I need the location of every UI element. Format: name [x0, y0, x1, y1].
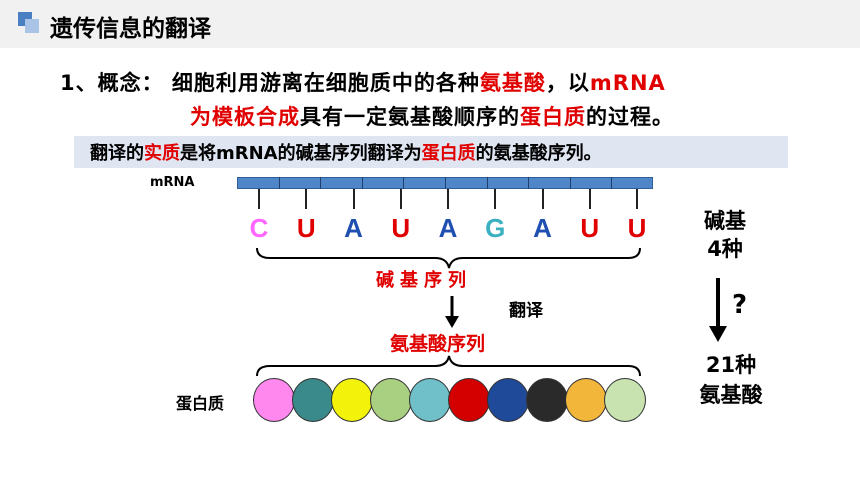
amino-acid-bead — [370, 378, 412, 422]
base-tick — [258, 189, 260, 209]
amino-acid-count-line-1: 21种 — [705, 353, 757, 377]
codon-divider — [362, 177, 363, 189]
base-letter: U — [391, 213, 411, 243]
text-segment: 蛋白质 — [421, 143, 476, 164]
base-letter: A — [438, 213, 458, 243]
codon-divider — [445, 177, 446, 189]
translate-arrow-head — [445, 316, 459, 328]
base-tick — [305, 189, 308, 209]
text-segment: ，以 — [545, 71, 590, 95]
text-segment: 实质 — [144, 143, 180, 164]
amino-acid-bead — [604, 378, 646, 422]
amino-acid-bead — [331, 378, 373, 422]
page-title: 遗传信息的翻译 — [50, 16, 211, 42]
text-segment: 氨基酸 — [479, 71, 546, 95]
text-segment: 是将mRNA的碱基序列翻译为 — [180, 143, 422, 164]
text-segment: 1、概念： 细胞利用游离在细胞质中的各种 — [60, 71, 480, 95]
amino-acid-count-line-2: 氨基酸 — [699, 383, 763, 407]
amino-acid-bead — [292, 378, 334, 422]
base-tick — [588, 189, 591, 209]
title-bar — [0, 0, 860, 48]
amino-acid-bead — [565, 378, 607, 422]
bases-count-line-1: 碱基 — [704, 209, 746, 233]
base-tick — [541, 189, 544, 209]
base-tick — [494, 189, 497, 209]
base-letter: U — [296, 213, 316, 243]
text-segment: 的过程。 — [586, 105, 674, 129]
bases-count-label: 碱基 4种 — [690, 207, 760, 263]
codon-divider — [279, 177, 280, 189]
essence-highlight-box — [74, 136, 788, 168]
text-segment: 具有一定氨基酸顺序的 — [300, 105, 520, 129]
codon-divider — [611, 177, 612, 189]
amino-acid-bead — [526, 378, 568, 422]
translate-label: 翻译 — [509, 301, 543, 321]
base-letter: U — [627, 213, 647, 243]
concept-line-1: 1、概念： 细胞利用游离在细胞质中的各种氨基酸，以mRNA — [60, 67, 666, 97]
codon-divider — [570, 177, 571, 189]
essence-text: 翻译的实质是将mRNA的碱基序列翻译为蛋白质的氨基酸序列。 — [90, 139, 602, 165]
text-segment: 翻译的 — [90, 143, 144, 164]
amino-acid-count-label: 21种 氨基酸 — [686, 350, 776, 410]
base-sequence-label: 碱基序列 — [376, 270, 472, 291]
base-letter: A — [533, 213, 552, 243]
amino-acid-bead — [448, 378, 490, 422]
title-squares-icon — [18, 12, 40, 34]
right-arrow-head — [709, 326, 727, 342]
base-letter: U — [580, 213, 600, 243]
base-sequence-brace — [256, 247, 641, 269]
amino-acid-bead — [409, 378, 451, 422]
amino-acid-bead — [253, 378, 295, 422]
text-segment: 为模板合成 — [190, 105, 300, 129]
amino-acid-brace — [256, 355, 641, 377]
mrna-label: mRNA — [150, 175, 195, 190]
base-tick — [352, 189, 355, 209]
amino-acid-sequence-label: 氨基酸序列 — [390, 333, 486, 355]
codon-divider — [320, 177, 321, 189]
base-tick — [399, 189, 402, 209]
bases-count-line-2: 4种 — [707, 237, 743, 261]
codon-divider — [487, 177, 488, 189]
base-letter: G — [485, 213, 506, 243]
text-segment: 蛋白质 — [520, 105, 586, 129]
protein-label: 蛋白质 — [176, 394, 225, 413]
codon-divider — [528, 177, 529, 189]
question-mark: ? — [732, 290, 748, 320]
base-tick — [447, 189, 449, 209]
amino-acid-bead — [487, 378, 529, 422]
text-segment: 的氨基酸序列。 — [475, 143, 602, 164]
codon-divider — [403, 177, 404, 189]
base-tick — [636, 189, 638, 209]
base-letter: A — [344, 213, 363, 243]
concept-line-2: 为模板合成具有一定氨基酸顺序的蛋白质的过程。 — [190, 101, 674, 131]
text-segment: mRNA — [589, 71, 666, 95]
base-letter: C — [249, 213, 269, 243]
